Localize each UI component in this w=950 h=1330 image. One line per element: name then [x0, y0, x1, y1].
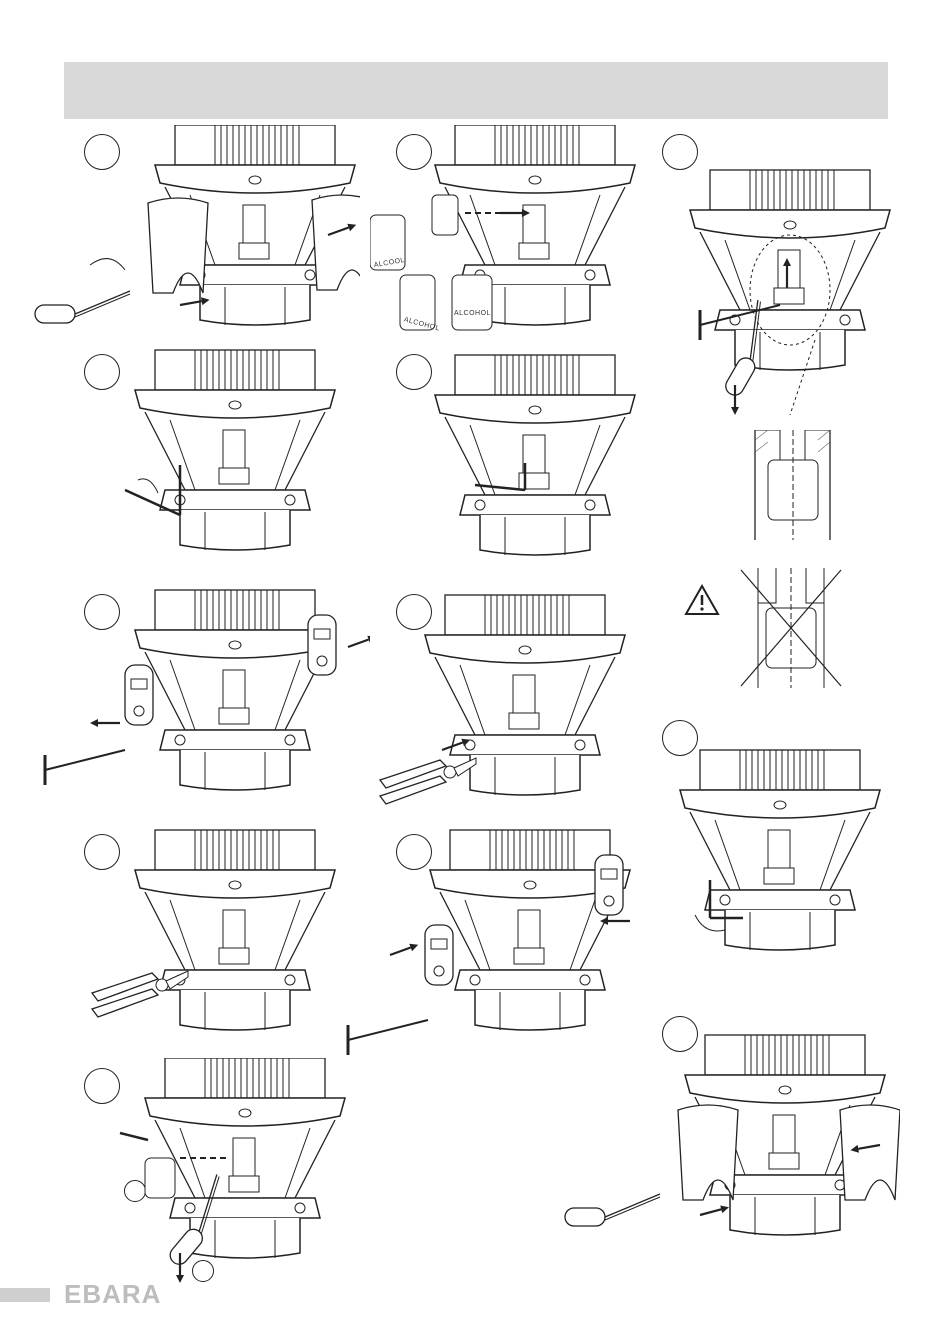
- step-1-illustration: [30, 125, 360, 340]
- ebara-logo: EBARA: [64, 1280, 161, 1308]
- step-10-illustration: [665, 160, 905, 420]
- alcohol-bottle-icon: ALCOHOL: [452, 275, 492, 330]
- step-4-illustration: [30, 825, 360, 1050]
- step-12-illustration: [560, 1030, 900, 1260]
- step-8-illustration: [370, 585, 640, 825]
- header-band: [64, 62, 888, 119]
- step-11-illustration: [665, 740, 905, 980]
- alcohol-bottle-icon: ALCOHOL: [400, 275, 441, 333]
- shaft-detail-correct: [750, 430, 835, 540]
- step-2-illustration: [30, 345, 360, 585]
- shaft-detail-incorrect: [736, 568, 846, 688]
- warning-triangle-icon: [684, 584, 720, 616]
- step-5-illustration: [30, 1058, 360, 1283]
- alcohol-bottle-icon: ALCOOL: [370, 215, 405, 270]
- footer-bar: [0, 1288, 50, 1302]
- step-3-illustration: [30, 585, 370, 825]
- svg-text:ALCOHOL: ALCOHOL: [454, 310, 491, 317]
- step-7-illustration: [370, 345, 640, 585]
- step-6-illustration: ALCOOL ALCOHOL ALCOHOL: [370, 125, 640, 340]
